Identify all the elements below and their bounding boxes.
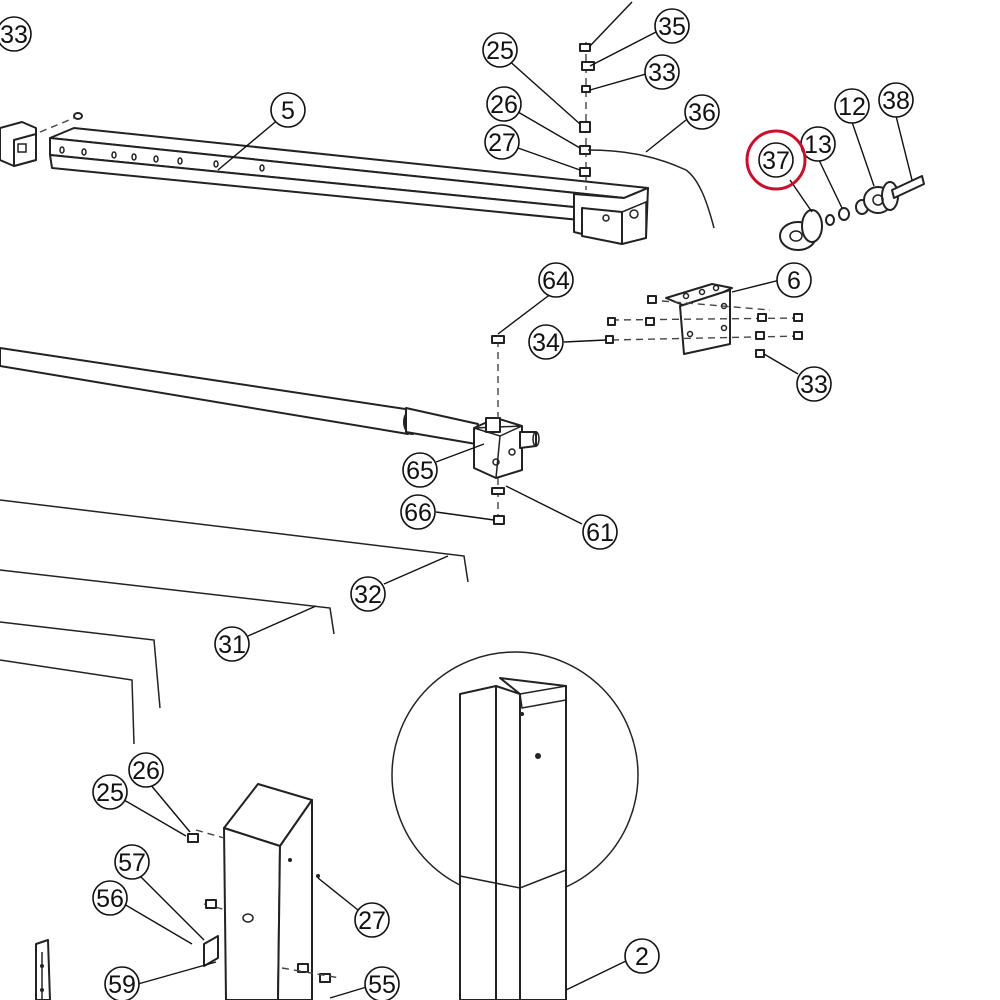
callout-25-top: 25 <box>482 32 518 68</box>
callout-label: 13 <box>804 131 832 159</box>
callout-27-bottom: 27 <box>354 902 390 938</box>
callout-label: 64 <box>542 267 570 295</box>
rail-slot-holes <box>59 146 265 172</box>
callout-label: 36 <box>688 99 716 127</box>
hinge-tube-assembly <box>0 335 540 525</box>
callout-61: 61 <box>582 514 618 550</box>
wheel-assembly <box>779 175 925 251</box>
callout-6: 6 <box>776 262 812 298</box>
callout-36: 36 <box>684 94 720 130</box>
callout-31: 31 <box>214 626 250 662</box>
callout-25-bottom: 25 <box>92 774 128 810</box>
callout-37-highlighted: 37 <box>745 129 807 191</box>
callout-34: 34 <box>528 324 564 360</box>
callout-label: 38 <box>882 87 910 115</box>
callout-label: 55 <box>368 971 396 999</box>
callout-label: 66 <box>404 499 432 527</box>
corner-fastener-stack <box>579 42 595 190</box>
side-panel-lines <box>0 621 161 745</box>
callout-13: 13 <box>800 126 836 162</box>
callout-label: 57 <box>118 849 146 877</box>
callout-label: 27 <box>358 907 386 935</box>
callout-38: 38 <box>878 82 914 118</box>
callout-65: 65 <box>402 452 438 488</box>
callout-label: 26 <box>132 757 160 785</box>
callout-26-top: 26 <box>486 86 522 122</box>
callout-label: 25 <box>486 37 514 65</box>
callout-label: 6 <box>787 267 801 295</box>
side-rail-part-32 <box>0 499 469 583</box>
upper-rail-part-5 <box>49 127 649 245</box>
callout-33-top: 33 <box>644 54 680 90</box>
callout-label: 61 <box>586 519 614 547</box>
callout-33-top-left: 33 <box>0 16 32 52</box>
side-rail-part-31 <box>0 569 335 635</box>
callout-2: 2 <box>624 938 660 974</box>
detail-view-post <box>391 651 639 1000</box>
callout-label: 26 <box>490 91 518 119</box>
callout-5: 5 <box>270 92 306 128</box>
callout-label: 35 <box>658 13 686 41</box>
cable-part-36 <box>587 149 715 229</box>
callout-label: 56 <box>96 885 124 913</box>
lower-left-strip <box>35 939 51 1000</box>
callout-label: 5 <box>281 97 295 125</box>
callout-label: 12 <box>838 93 866 121</box>
highlight-ring <box>745 129 807 191</box>
callout-12: 12 <box>834 88 870 124</box>
callout-label: 34 <box>532 329 560 357</box>
callout-35: 35 <box>654 8 690 44</box>
callout-label: 32 <box>354 581 382 609</box>
lower-post-bracket <box>187 783 341 1000</box>
callout-26-bottom: 26 <box>128 752 164 788</box>
leader-lines <box>123 1 913 999</box>
top-left-bracket-part <box>0 112 83 167</box>
callout-label: 31 <box>218 631 246 659</box>
callout-57: 57 <box>114 844 150 880</box>
callout-27-top: 27 <box>484 124 520 160</box>
callout-32: 32 <box>350 576 386 612</box>
bracket-plate-part-6 <box>605 283 803 358</box>
callout-59: 59 <box>104 966 140 1000</box>
callout-66: 66 <box>400 494 436 530</box>
callout-label: 33 <box>0 21 28 49</box>
callout-label: 33 <box>648 59 676 87</box>
callout-label: 59 <box>108 971 136 999</box>
callout-55: 55 <box>364 966 400 1000</box>
callout-label: 25 <box>96 779 124 807</box>
callout-label: 37 <box>762 147 790 175</box>
callout-56: 56 <box>92 880 128 916</box>
callout-label: 65 <box>406 457 434 485</box>
callout-33-right: 33 <box>796 366 832 402</box>
callout-label: 27 <box>488 129 516 157</box>
callout-label: 2 <box>635 943 649 971</box>
callout-64: 64 <box>538 262 574 298</box>
callout-label: 33 <box>800 371 828 399</box>
